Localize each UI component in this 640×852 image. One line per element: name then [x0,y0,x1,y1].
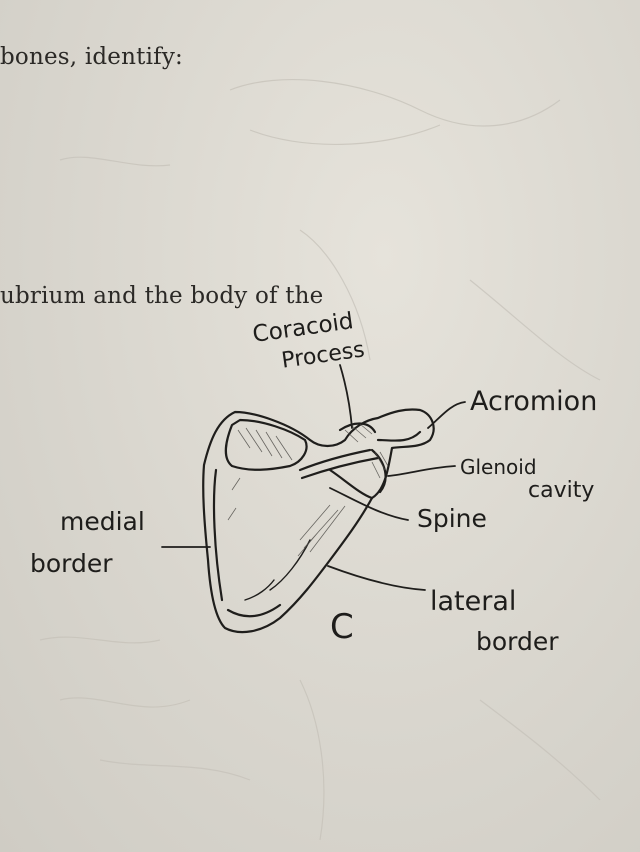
label-spine: Spine [417,504,487,533]
label-medial: medial [60,507,145,536]
scapula-bone [202,408,435,634]
label-lateral-border: border [476,627,559,656]
leader-spine [329,487,409,521]
leader-coracoid [339,364,353,429]
leader-acromion [427,401,466,429]
label-cavity: cavity [528,478,594,503]
leader-glenoid [387,465,456,477]
printed-text-line-2: ubrium and the body of the [0,283,324,309]
leader-lines [161,364,466,591]
label-process: Process [280,337,366,373]
label-glenoid: Glenoid [460,455,537,479]
pencil-shading [227,423,389,557]
label-lateral: lateral [430,586,516,617]
handwritten-labels: Coracoid Process Acromion Glenoid cavity… [30,308,597,656]
label-acromion: Acromion [470,386,597,417]
label-letter-c: C [330,607,354,647]
leader-lateral [327,565,426,591]
label-medial-border: border [30,549,113,578]
background-show-through [39,79,601,841]
printed-text-line-1: bones, identify: [0,44,183,70]
